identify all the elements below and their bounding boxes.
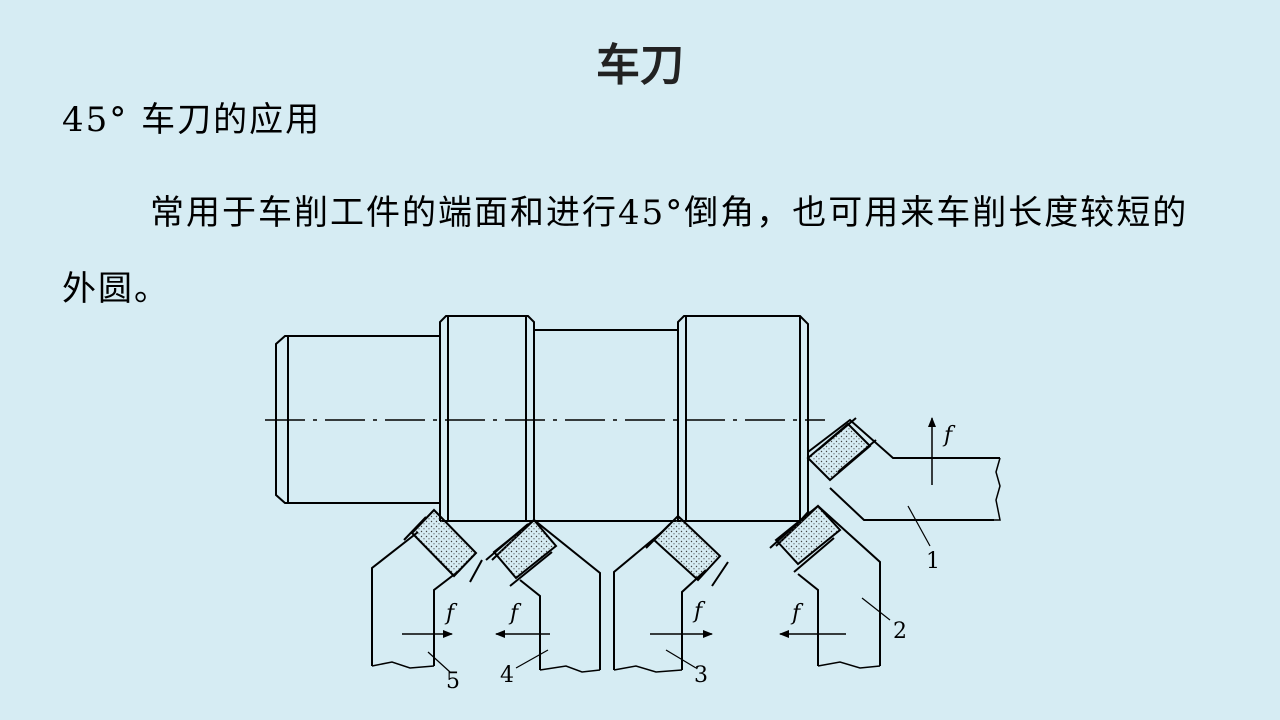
slide-title: 车刀 — [596, 40, 684, 91]
tool-3 — [613, 514, 729, 673]
tool-label-3: 3 — [694, 663, 708, 688]
turning-diagram: f 1 f 5 f 4 — [265, 315, 1001, 694]
tool-label-4: 4 — [500, 663, 514, 688]
workpiece-shaft — [275, 315, 809, 522]
tool-label-1: 1 — [926, 549, 940, 574]
feed-label-2: f — [790, 601, 804, 626]
tool-1 — [806, 417, 1001, 521]
description-paragraph: 常用于车削工件的端面和进行45°倒角，也可用来车削长度较短的外圆。 — [62, 193, 1189, 309]
leader-4 — [515, 649, 549, 669]
feed-label-4: f — [508, 601, 522, 626]
leader-2 — [861, 597, 891, 621]
tool-5 — [371, 508, 483, 669]
leader-3 — [665, 649, 697, 669]
feed-label-1: f — [942, 423, 956, 448]
lathe-tool-figure: f 1 f 5 f 4 — [250, 310, 1020, 715]
subheading: 45° 车刀的应用 — [62, 100, 322, 140]
tool-label-2: 2 — [893, 619, 907, 644]
tool-2 — [769, 504, 881, 669]
tool-label-5: 5 — [446, 669, 460, 694]
feed-label-3: f — [692, 599, 706, 624]
leader-1 — [907, 505, 931, 547]
tool-4 — [485, 518, 601, 673]
leader-5 — [427, 651, 451, 673]
feed-label-5: f — [444, 601, 458, 626]
